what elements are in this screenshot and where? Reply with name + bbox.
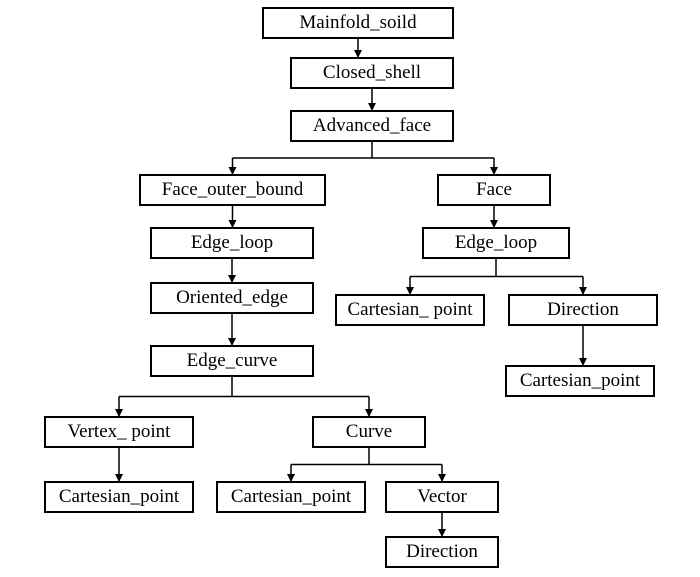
node-cartesian-point-right-2: Cartesian_point bbox=[505, 365, 655, 397]
node-face-outer-bound: Face_outer_bound bbox=[139, 174, 326, 206]
node-oriented-edge: Oriented_edge bbox=[150, 282, 314, 314]
node-cartesian-point-right-1: Cartesian_ point bbox=[335, 294, 485, 326]
node-mainfold-soild: Mainfold_soild bbox=[262, 7, 454, 39]
node-cartesian-point-left: Cartesian_point bbox=[44, 481, 194, 513]
node-vector: Vector bbox=[385, 481, 499, 513]
node-direction-bottom: Direction bbox=[385, 536, 499, 568]
node-edge-loop-left: Edge_loop bbox=[150, 227, 314, 259]
node-curve: Curve bbox=[312, 416, 426, 448]
node-direction-right: Direction bbox=[508, 294, 658, 326]
node-cartesian-point-mid: Cartesian_point bbox=[216, 481, 366, 513]
node-edge-loop-right: Edge_loop bbox=[422, 227, 570, 259]
node-advanced-face: Advanced_face bbox=[290, 110, 454, 142]
node-vertex-point: Vertex_ point bbox=[44, 416, 194, 448]
node-closed-shell: Closed_shell bbox=[290, 57, 454, 89]
node-edge-curve: Edge_curve bbox=[150, 345, 314, 377]
node-face: Face bbox=[437, 174, 551, 206]
